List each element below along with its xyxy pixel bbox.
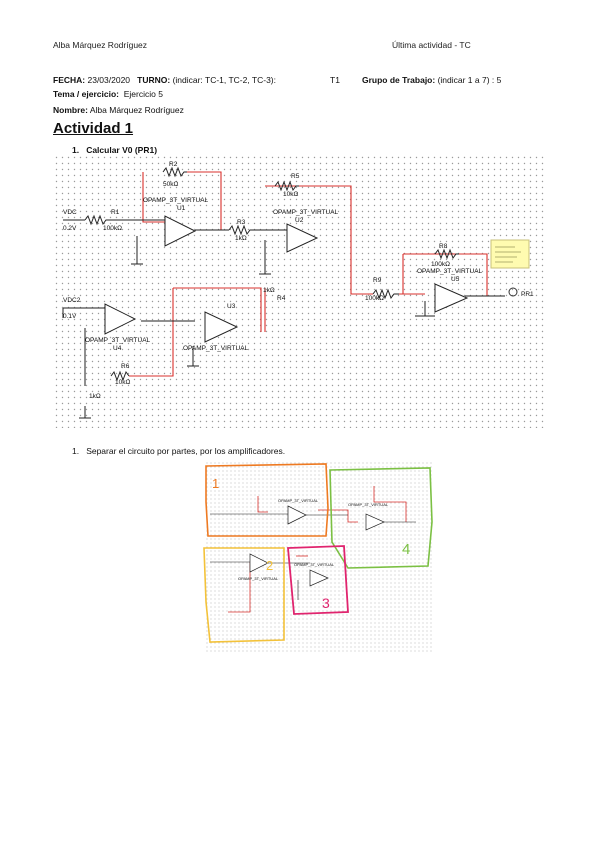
label-r1-val: 100kΩ xyxy=(103,225,122,232)
resistor-r8 xyxy=(434,248,459,260)
tema-label: Tema / ejercicio: xyxy=(53,89,119,99)
label-vdc2-val: 0.1V xyxy=(63,313,77,320)
label-vdc2: VDC2 xyxy=(63,297,81,304)
resistors xyxy=(84,166,459,382)
fecha-label: FECHA: xyxy=(53,75,86,85)
tema-value: Ejercicio 5 xyxy=(123,89,163,99)
label-u5: OPAMP_3T_VIRTUAL xyxy=(417,268,483,275)
label-r3: R3 xyxy=(237,219,246,226)
label-r4: R4 xyxy=(277,295,286,302)
region-1-outline xyxy=(205,463,329,537)
label-r8-val: 100kΩ xyxy=(431,261,450,268)
region-2-outline xyxy=(203,547,285,643)
red-wires xyxy=(129,171,488,377)
mini-opamps xyxy=(249,505,385,587)
opamps xyxy=(104,215,469,343)
region-3-outline xyxy=(287,545,349,615)
label-u1-name: U1 xyxy=(177,205,186,212)
black-wires xyxy=(62,219,505,419)
label-r1: R1 xyxy=(111,209,120,216)
mini-label-u4: OPAMP_3T_VIRTUAL xyxy=(238,576,279,581)
opamp-u5 xyxy=(434,283,469,313)
region-4-number: 4 xyxy=(402,541,410,558)
nombre-value: Alba Márquez Rodríguez xyxy=(89,105,184,115)
label-r6-val: 10kΩ xyxy=(115,379,130,386)
opamp-u4 xyxy=(104,303,137,335)
grupo-label: Grupo de Trabajo: xyxy=(362,75,436,85)
label-vdc1-val: 0.2V xyxy=(63,225,77,232)
region-3-number: 3 xyxy=(322,595,330,611)
label-r2-val: 50kΩ xyxy=(163,181,178,188)
resistor-r6 xyxy=(110,370,130,382)
label-r9: R9 xyxy=(373,277,382,284)
label-u3: OPAMP_3T_VIRTUAL xyxy=(183,345,249,352)
resistor-r5 xyxy=(274,180,299,192)
header-doc-title: Última actividad - TC xyxy=(392,40,471,50)
header-author: Alba Márquez Rodríguez xyxy=(53,40,148,50)
list-item-2-text: Separar el circuito por partes, por los … xyxy=(86,446,286,456)
turno-label: TURNO: xyxy=(137,75,171,85)
label-r5: R5 xyxy=(291,173,300,180)
annotated-schematic: OPAMP_3T_VIRTUAL OPAMP_3T_VIRTUAL OPAMP_… xyxy=(198,462,438,654)
fecha-value: 23/03/2020 xyxy=(87,75,131,85)
turno-value: (indicar: TC-1, TC-2, TC-3): xyxy=(172,75,276,85)
list-item-2-num: 1. xyxy=(72,446,80,456)
nombre-label: Nombre: xyxy=(53,105,88,115)
probe-note-lines xyxy=(495,246,521,263)
region-1-number: 1 xyxy=(212,476,219,491)
label-r8: R8 xyxy=(439,243,448,250)
list-item-1: 1. Calcular V0 (PR1) xyxy=(72,145,157,155)
label-u4: OPAMP_3T_VIRTUAL xyxy=(85,337,151,344)
mini-label-u1: OPAMP_3T_VIRTUAL xyxy=(278,498,319,503)
opamp-u3 xyxy=(204,311,239,343)
label-u2-name: U2 xyxy=(295,217,304,224)
label-u1: OPAMP_3T_VIRTUAL xyxy=(143,197,209,204)
schematic-labels: VDC 0.2V R1 100kΩ R2 50kΩ OPAMP_3T_VIRTU… xyxy=(63,161,534,400)
grid-background xyxy=(55,156,545,428)
annotated-schematic-svg: OPAMP_3T_VIRTUAL OPAMP_3T_VIRTUAL OPAMP_… xyxy=(203,462,433,654)
meta-nombre: Nombre: Alba Márquez Rodríguez xyxy=(53,105,184,115)
opamp-u2 xyxy=(286,223,319,253)
mini-labels: OPAMP_3T_VIRTUAL OPAMP_3T_VIRTUAL OPAMP_… xyxy=(238,498,389,581)
label-r5-val: 10kΩ xyxy=(283,191,298,198)
list-item-1-text: Calcular V0 (PR1) xyxy=(86,145,158,155)
label-r9-val: 100kΩ xyxy=(365,295,384,302)
opamp-u1 xyxy=(164,215,197,247)
mini-red-wires xyxy=(228,486,407,613)
list-item-2: 1. Separar el circuito por partes, por l… xyxy=(72,446,285,456)
label-r3-val: 1kΩ xyxy=(235,235,247,242)
resistor-r3 xyxy=(228,224,251,236)
meta-tema: Tema / ejercicio: Ejercicio 5 xyxy=(53,89,163,99)
label-r6: R6 xyxy=(121,363,130,370)
resistor-r2 xyxy=(162,166,187,178)
label-u5-name: U5 xyxy=(451,276,460,283)
label-r4-val: 1kΩ xyxy=(263,287,275,294)
mini-label-u3: OPAMP_3T_VIRTUAL xyxy=(294,562,335,567)
list-item-1-num: 1. xyxy=(72,145,80,155)
region-2-number: 2 xyxy=(266,558,273,573)
label-r7: 1kΩ xyxy=(89,393,101,400)
label-u4-name: U4 xyxy=(113,345,122,352)
section-title: Actividad 1 xyxy=(53,120,134,137)
main-schematic-svg: VDC 0.2V R1 100kΩ R2 50kΩ OPAMP_3T_VIRTU… xyxy=(55,156,545,428)
main-schematic: VDC 0.2V R1 100kΩ R2 50kΩ OPAMP_3T_VIRTU… xyxy=(55,156,545,428)
resistor-r1 xyxy=(84,214,109,226)
meta-line-1: FECHA: 23/03/2020 TURNO: (indicar: TC-1,… xyxy=(53,75,276,85)
label-u3-name: U3 xyxy=(227,303,236,310)
label-vdc1: VDC xyxy=(63,209,77,216)
label-probe: PR1 xyxy=(521,291,534,298)
label-r2: R2 xyxy=(169,161,178,168)
grid-background-small xyxy=(204,462,432,654)
mini-label-u5: OPAMP_3T_VIRTUAL xyxy=(348,502,389,507)
resistor-r9 xyxy=(372,288,399,300)
probe-pr1 xyxy=(508,287,518,297)
probe-note xyxy=(490,239,530,269)
meta-grupo: Grupo de Trabajo: (indicar 1 a 7) : 5 xyxy=(362,75,501,85)
grupo-value: (indicar 1 a 7) : 5 xyxy=(437,75,502,85)
turno-selected: T1 xyxy=(330,75,340,85)
label-u2: OPAMP_3T_VIRTUAL xyxy=(273,209,339,216)
region-4-outline xyxy=(329,467,433,569)
